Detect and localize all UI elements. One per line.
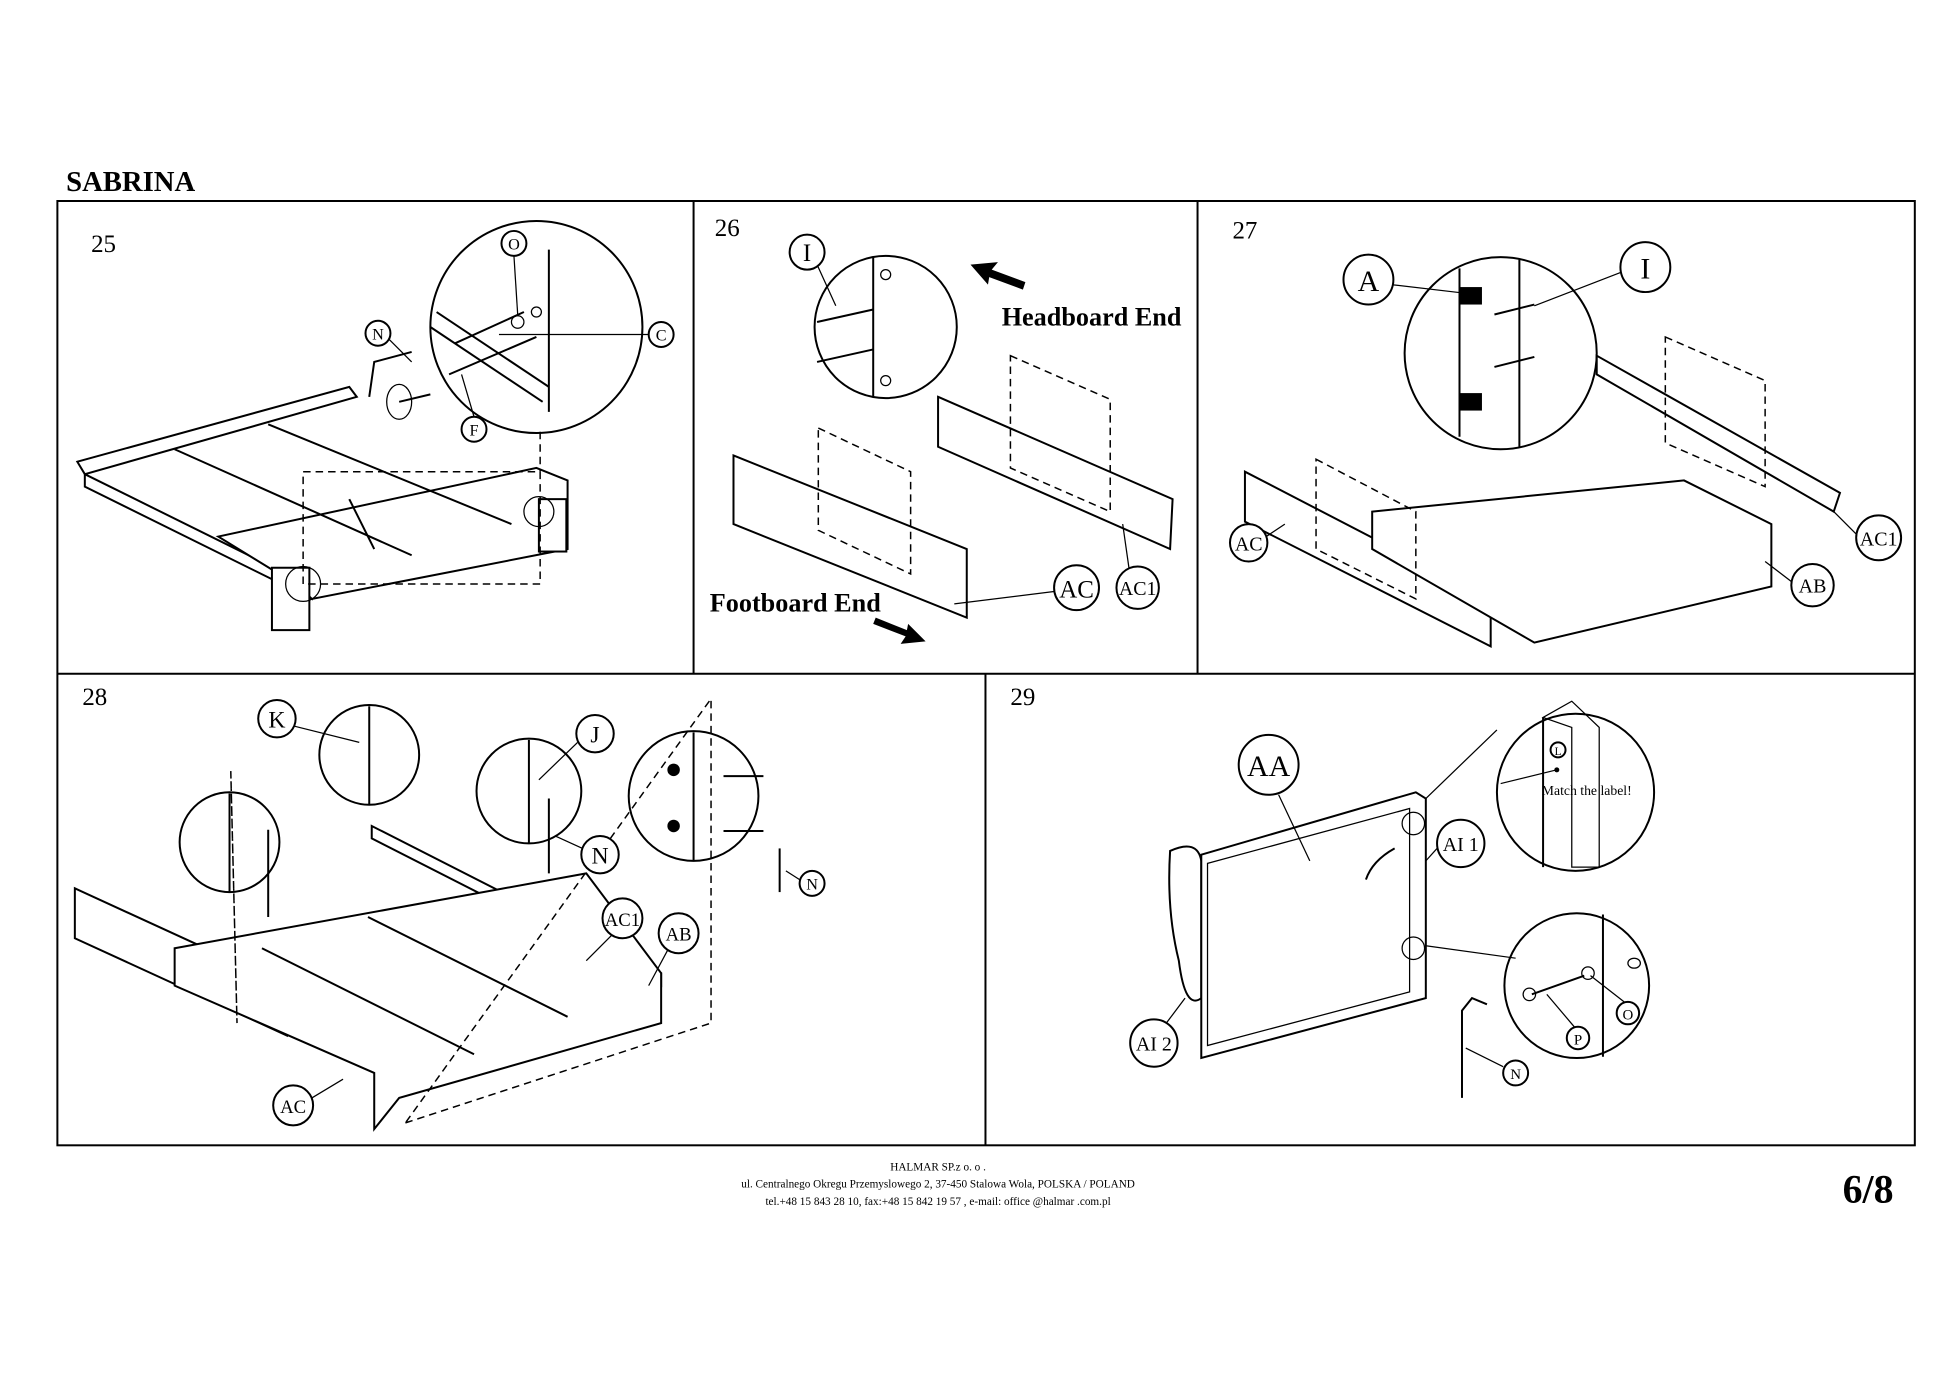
svg-text:K: K bbox=[268, 707, 285, 733]
allen-key-icon bbox=[1460, 996, 1488, 1098]
step-25: 25 O bbox=[75, 219, 675, 632]
arrow-icon bbox=[873, 617, 926, 644]
zoom-detail bbox=[813, 254, 958, 400]
callout-N-small: N bbox=[785, 869, 826, 897]
footer-address: ul. Centralnego Okregu Przemyslowego 2, … bbox=[741, 1179, 1135, 1191]
callout-F: F bbox=[460, 374, 488, 443]
svg-text:F: F bbox=[470, 422, 479, 440]
callout-L: L bbox=[1549, 741, 1567, 759]
callout-AI2: AI 2 bbox=[1129, 997, 1186, 1068]
step-26: 26 Headboard End Footboard End I AC AC1 bbox=[710, 215, 1182, 644]
svg-text:AA: AA bbox=[1247, 750, 1291, 783]
footer: HALMAR SP.z o. o . ul. Centralnego Okreg… bbox=[741, 1161, 1893, 1211]
document-title: SABRINA bbox=[66, 166, 195, 198]
footboard-end-label: Footboard End bbox=[710, 588, 881, 617]
svg-text:L: L bbox=[1555, 746, 1562, 758]
callout-O: O bbox=[1590, 975, 1641, 1026]
svg-text:AI 2: AI 2 bbox=[1136, 1034, 1172, 1056]
callout-N: N bbox=[1465, 1047, 1530, 1087]
zoom-detail-bolt bbox=[1425, 912, 1651, 1059]
svg-text:N: N bbox=[372, 325, 384, 343]
bed-frame-drawing bbox=[75, 385, 569, 632]
callout-AA: AA bbox=[1237, 733, 1311, 862]
svg-text:O: O bbox=[1622, 1007, 1633, 1023]
zoom-detail bbox=[1403, 256, 1598, 451]
callout-I: I bbox=[1534, 241, 1672, 307]
zoom-details bbox=[178, 703, 781, 918]
footer-contact: tel.+48 15 843 28 10, fax:+48 15 842 19 … bbox=[765, 1196, 1110, 1208]
svg-text:O: O bbox=[508, 236, 520, 254]
match-label-note: Match the label! bbox=[1542, 783, 1632, 798]
headboard-end-label: Headboard End bbox=[1002, 303, 1182, 332]
svg-text:I: I bbox=[1640, 252, 1650, 285]
arrow-icon bbox=[970, 262, 1026, 290]
svg-text:AC1: AC1 bbox=[1860, 528, 1898, 550]
step-27: 27 A I AC AC1 AB bbox=[1228, 217, 1903, 648]
step-number: 27 bbox=[1232, 217, 1257, 244]
panel-grid bbox=[56, 200, 1916, 1147]
step-number: 26 bbox=[715, 215, 740, 242]
step-number: 25 bbox=[91, 231, 116, 258]
callout-AI1: AI 1 bbox=[1425, 818, 1486, 869]
svg-text:J: J bbox=[590, 722, 599, 748]
callout-AC: AC bbox=[272, 1078, 344, 1127]
headboard-drawing bbox=[1168, 791, 1427, 1060]
zoom-detail bbox=[429, 219, 644, 472]
step-number: 28 bbox=[82, 684, 107, 711]
svg-text:N: N bbox=[1510, 1067, 1521, 1083]
svg-text:AC: AC bbox=[1235, 533, 1263, 555]
callout-AC1: AC1 bbox=[1833, 511, 1903, 562]
callout-AB: AB bbox=[1764, 561, 1835, 608]
callout-N: N bbox=[364, 319, 413, 363]
step-28: 28 K J N AC1 AB AC N bbox=[73, 684, 826, 1132]
svg-text:P: P bbox=[1574, 1032, 1582, 1048]
svg-text:AC: AC bbox=[280, 1097, 306, 1118]
callout-AC: AC bbox=[1228, 523, 1286, 563]
svg-text:AI 1: AI 1 bbox=[1443, 834, 1479, 856]
zoom-detail-label bbox=[1425, 700, 1656, 872]
callout-K: K bbox=[257, 698, 360, 743]
callout-I: I bbox=[788, 233, 837, 307]
svg-text:AC1: AC1 bbox=[1119, 578, 1157, 600]
svg-text:AB: AB bbox=[1799, 576, 1827, 598]
tools-drawing bbox=[368, 350, 431, 420]
callout-AC: AC bbox=[954, 564, 1100, 612]
callout-AC1: AC1 bbox=[585, 897, 644, 962]
svg-text:I: I bbox=[803, 240, 811, 267]
callout-A: A bbox=[1342, 253, 1466, 306]
svg-text:N: N bbox=[591, 843, 608, 869]
page-number: 6/8 bbox=[1843, 1167, 1894, 1212]
callout-J: J bbox=[538, 713, 615, 781]
callout-P: P bbox=[1546, 993, 1591, 1051]
svg-text:AC1: AC1 bbox=[605, 910, 640, 931]
callout-AB: AB bbox=[648, 912, 700, 986]
callout-N: N bbox=[554, 834, 620, 875]
step-number: 29 bbox=[1010, 684, 1035, 711]
svg-text:N: N bbox=[806, 876, 818, 894]
svg-text:A: A bbox=[1358, 265, 1380, 298]
footer-company: HALMAR SP.z o. o . bbox=[890, 1161, 986, 1173]
callout-AC1: AC1 bbox=[1115, 523, 1160, 610]
callout-C: C bbox=[498, 321, 675, 348]
svg-text:C: C bbox=[656, 327, 667, 345]
step-29: 29 Match the label! AA AI 1 AI bbox=[1010, 684, 1656, 1098]
svg-text:AB: AB bbox=[666, 925, 692, 946]
callout-O: O bbox=[500, 229, 528, 315]
svg-text:AC: AC bbox=[1059, 577, 1094, 604]
